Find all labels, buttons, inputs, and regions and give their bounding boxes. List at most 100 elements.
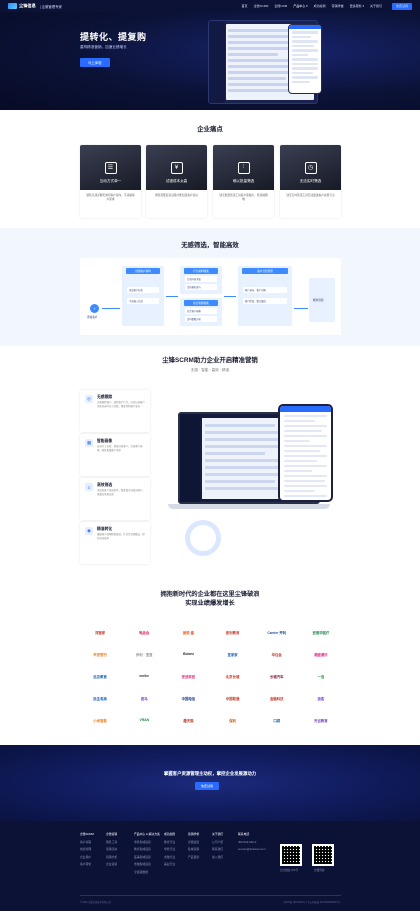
features-title: 尘锋SCRM助力企业开启精准营销 — [162, 357, 258, 364]
client-logo: 口袋 — [273, 718, 281, 723]
feature-desc: 多维度客户筛选条件，精准锁定高意向客户，批量运营更高效 — [97, 489, 145, 496]
footer-column-heading: 企微营销 — [106, 832, 118, 836]
growth-heading: 拥抱新时代的企业都在这里尘锋破浪 实现业绩爆发增长 — [0, 590, 420, 608]
pain-card: ¥试错成本太高 销售需要反复试错才能知道客户喜好 — [146, 145, 207, 218]
footer-link[interactable]: 美业行业 — [164, 862, 176, 867]
nav-link-home[interactable]: 首页 — [241, 4, 248, 8]
footer-column-heading: 联系电话 — [238, 832, 250, 836]
qr-label: 企微咨询 — [314, 869, 325, 872]
footer-link[interactable]: 企业用户 — [80, 854, 92, 859]
footer-link[interactable]: 加入我们 — [212, 854, 224, 859]
footer-link[interactable]: 销售工具 — [106, 840, 118, 844]
footer-link[interactable]: 医美私域运营 — [134, 854, 151, 859]
flow-diagram: + 添加客户 创建客户资料 添加客户标签 手动输入信息 行为资料收集 互动内容浏… — [80, 258, 341, 335]
feature-title: 智能画像 — [97, 439, 113, 443]
client-logo: 唯品会 — [139, 630, 150, 635]
flow-end-label: 精准营销 — [313, 299, 324, 302]
laptop-base — [168, 504, 330, 509]
copyright-left: © 2020 尘锋信息技术有限公司 — [80, 902, 112, 904]
feature-desc: 自动打上标签，智能分析客户，完善客户画像，销售更懂客户需求 — [97, 445, 143, 452]
footer-column: 产品中心 & 解决方案零售私域运营教育私域运营医美私域运营金融私域运营全链路数据 — [134, 832, 160, 877]
nav-link-scrm[interactable]: 企微SCRM — [253, 4, 269, 8]
flow-title: 无感筛选，智能高效 — [181, 242, 239, 249]
wechat-qr-code — [280, 844, 302, 866]
feature-title: 无感跟踪 — [97, 395, 113, 399]
footer-link[interactable]: 金融私域运营 — [134, 862, 151, 867]
footer-column-heading: 营销学堂 — [188, 832, 200, 836]
cta-free-trial-button[interactable]: 免费试用 — [195, 782, 220, 790]
smart-tag-icon: ▦ — [85, 439, 93, 447]
footer-link[interactable]: 企微运营 — [188, 840, 200, 844]
pain-title: 企业痛点 — [197, 126, 223, 133]
target-icon: ◉ — [85, 527, 93, 535]
tracking-icon: ◎ — [85, 395, 93, 403]
nav-link-academy[interactable]: 营销学堂 — [331, 4, 344, 8]
hero-try-button[interactable]: 马上体验 — [80, 58, 110, 67]
client-logo: Boloni — [183, 652, 194, 656]
footer-link[interactable]: 教育行业 — [164, 840, 176, 844]
cost-icon: ¥ — [170, 161, 183, 174]
footer-link[interactable]: 400-632-632-3 — [238, 840, 257, 844]
footer — [0, 821, 420, 911]
pain-card: ☰互动方式单一 销售只通过聊天询问客户意向，不清楚客户需求 — [80, 145, 141, 218]
client-logo: 迪客 — [317, 696, 325, 701]
footer-link[interactable]: 客户获取 — [80, 840, 92, 844]
footer-link[interactable]: 教育私域运营 — [134, 847, 151, 852]
nav-link-crm[interactable]: 企微CRM — [274, 4, 288, 8]
client-logo: 伊利 · 宝宝 — [135, 652, 153, 657]
client-logo: 平安银行 — [93, 652, 107, 657]
client-logo: 长城汽车 — [269, 674, 284, 679]
client-logo: 宜家家 — [227, 652, 238, 657]
client-logo: 小米智能 — [93, 718, 107, 723]
client-logo: 安迪家居 — [181, 674, 196, 679]
footer-link[interactable]: 线索管理 — [80, 847, 92, 852]
flow-item: 活动报名参与 — [185, 284, 217, 291]
copyright-bar: © 2020 尘锋信息技术有限公司 沪ICP备 19012432号-1 沪公网安… — [0, 900, 420, 904]
client-logo: 趣天猫 — [183, 718, 194, 723]
nav-link-products[interactable]: 产品中心 ▾ — [293, 4, 308, 8]
top-nav: 尘锋信息 | 企微管理专家 首页 企微SCRM 企微CRM 产品中心 ▾ 成功案… — [0, 0, 420, 12]
footer-link[interactable]: 企业运营 — [106, 862, 118, 867]
hero-phone-mockup — [288, 24, 322, 94]
footer-column: 成功案例教育行业零售行业金融行业美业行业 — [164, 832, 175, 870]
feature-card: ≡ 高效筛选 多维度客户筛选条件，精准锁定高意向客户，批量运营更高效 — [80, 478, 150, 520]
flow-item: 实时数据分析 — [185, 316, 217, 323]
footer-link[interactable]: 全链路数据 — [134, 869, 148, 874]
footer-link[interactable]: 营销活动 — [106, 847, 118, 852]
filter-icon: ⫶ — [237, 161, 250, 174]
brand-logo[interactable]: 尘锋信息 | 企微管理专家 — [8, 3, 62, 9]
client-logo: VRAN — [139, 718, 150, 722]
footer-link[interactable]: 金融行业 — [164, 854, 176, 859]
footer-column-heading: 产品中心 & 解决方案 — [134, 832, 160, 836]
nav-link-cases[interactable]: 成功案例 — [313, 4, 326, 8]
flow-item: 手动输入信息 — [127, 298, 159, 305]
footer-link[interactable]: 私域营销 — [188, 847, 200, 852]
user-add-icon: + — [90, 304, 99, 313]
client-logo: 北京长城 — [225, 674, 240, 679]
pain-card: ⫶难以批量筛选 缺乏批量筛选工具客户量越大，筛选越困难 — [213, 145, 274, 218]
client-logo: 一泊 — [317, 674, 325, 679]
free-trial-button[interactable]: 免费试用 — [391, 2, 412, 10]
footer-link[interactable]: 零售私域运营 — [134, 840, 151, 844]
nav-link-about[interactable]: 关于我们 — [369, 4, 382, 8]
client-logo: 保利 — [229, 718, 236, 723]
mobile-mockup — [278, 404, 333, 502]
footer-link[interactable]: 产品更新 — [188, 854, 200, 859]
footer-link[interactable]: service@dustess.com — [238, 847, 266, 852]
footer-column: 企微营销销售工具营销活动营销分析企业运营 — [106, 832, 117, 870]
footer-link[interactable]: 公司介绍 — [212, 840, 224, 844]
decorative-ring — [185, 520, 221, 556]
client-logo: 天谷教育 — [314, 718, 328, 723]
hero-subtitle: 重构精准营销，加速业绩增长 — [80, 45, 127, 49]
nav-link-services[interactable]: 更多服务 ▾ — [349, 4, 364, 8]
feature-card: ◉ 精准转化 根据客户画像精准推送，针对性营销触达，提升转化效率 — [80, 522, 150, 564]
flow-item: 互动内容浏览 — [185, 276, 217, 283]
footer-link[interactable]: 客户转化 — [80, 862, 92, 867]
footer-link[interactable]: 零售行业 — [164, 847, 176, 852]
footer-link[interactable]: 营销分析 — [106, 854, 118, 859]
client-logo: 民生电商 — [93, 696, 107, 701]
flow-head-service: 综合客服收集 — [184, 300, 218, 306]
pain-card-caption: 试错成本太高 — [165, 179, 188, 183]
client-logo: 途锐·嘉 — [182, 630, 195, 635]
footer-link[interactable]: 联系我们 — [212, 847, 224, 852]
